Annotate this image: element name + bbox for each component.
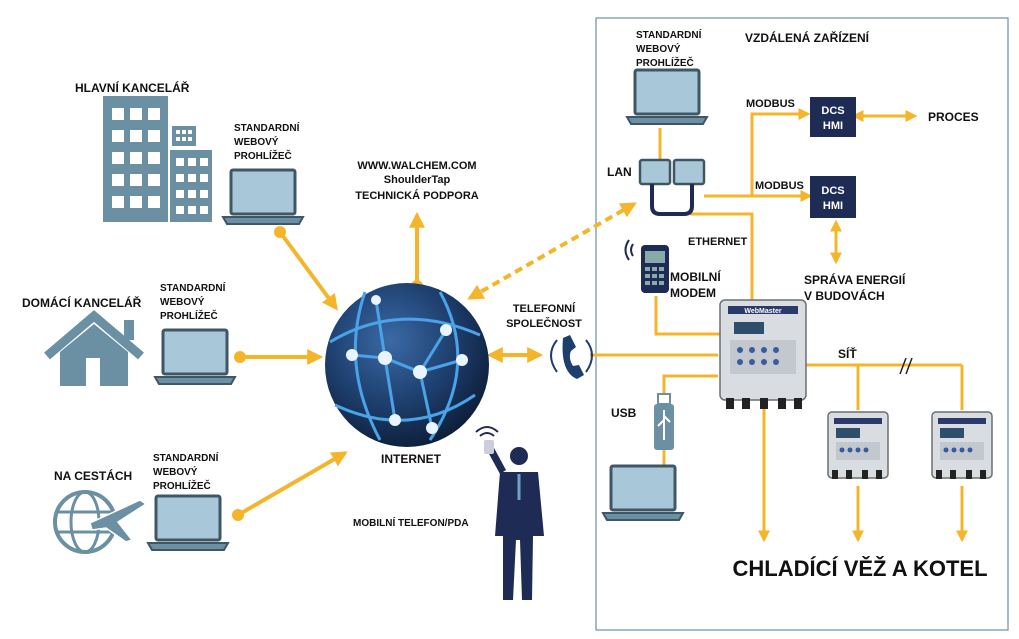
cooling-tower-boiler-label: CHLADÍCÍ VĚŽ A KOTEL [732,556,987,581]
walchem-shouldertap-label: ShoulderTap [384,174,451,186]
home-office-laptop-icon [153,328,237,386]
network-label: SÍŤ [838,346,857,361]
mobile-user-silhouette [475,426,544,600]
secondary-controller-1-icon [827,411,889,480]
office-building-icon [103,96,212,222]
on-the-road-browser-line1: STANDARDNÍ [153,451,219,464]
home-office-label: DOMÁCÍ KANCELÁŘ [22,295,142,310]
remote-browser-line3: PROHLÍŽEČ [636,56,694,69]
dcs-label-top: DCS [821,105,844,117]
process-label: PROCES [928,110,979,124]
walchem-url-label: WWW.WALCHEM.COM [357,160,476,172]
main-office-browser-line3: PROHLÍŽEČ [234,149,292,162]
usb-stick-icon [654,393,674,450]
lan-switch-icon [638,158,706,216]
network-break-icon [899,357,913,375]
remote-laptop-icon [625,68,709,126]
dcs-label-mid: DCS [821,185,844,197]
energy-mgmt-line2: V BUDOVÁCH [804,288,885,303]
connector-lines [236,108,968,543]
lan-label: LAN [607,165,632,179]
main-controller-icon: WebMaster [719,299,807,409]
usb-laptop-icon [601,464,685,522]
remote-devices-label: VZDÁLENÁ ZAŘÍZENÍ [745,30,870,45]
hmi-label-top: HMI [823,120,843,132]
main-controller-brand: WebMaster [744,308,781,315]
main-office-label: HLAVNÍ KANCELÁŘ [75,80,190,95]
home-office-browser-line1: STANDARDNÍ [160,281,226,294]
mobile-modem-line1: MOBILNÍ [670,269,721,284]
mobile-phone-label: MOBILNÍ TELEFON/PDA [353,516,469,529]
ethernet-label: ETHERNET [688,236,748,248]
modbus-label-top: MODBUS [746,98,795,110]
on-the-road-browser-line3: PROHLÍŽEČ [153,479,211,492]
telephone-handset-icon [550,335,593,379]
hmi-label-mid: HMI [823,200,843,212]
internet-globe-icon [325,283,489,447]
main-office-browser-line2: WEBOVÝ [234,135,279,148]
main-office-laptop-icon [221,168,305,226]
on-the-road-laptop-icon [146,494,230,552]
mobile-modem-line2: MODEM [670,286,716,300]
phone-company-line2: SPOLEČNOST [506,317,582,330]
travel-globe-plane-icon [53,490,148,554]
dcs-hmi-box-mid: DCS HMI [810,176,856,218]
home-office-browser-line3: PROHLÍŽEČ [160,309,218,322]
main-office-browser-line1: STANDARDNÍ [234,121,300,134]
modbus-label-mid: MODBUS [755,180,804,192]
secondary-controller-2-icon [931,411,993,480]
on-the-road-browser-line2: WEBOVÝ [153,465,198,478]
on-the-road-label: NA CESTÁCH [54,468,132,483]
remote-browser-line1: STANDARDNÍ [636,28,702,41]
internet-label: INTERNET [381,452,442,466]
energy-mgmt-line1: SPRÁVA ENERGIÍ [804,272,906,287]
home-office-browser-line2: WEBOVÝ [160,295,205,308]
walchem-support-label: TECHNICKÁ PODPORA [355,189,479,202]
dcs-hmi-box-top: DCS HMI [810,97,856,137]
mobile-modem-icon [624,239,669,293]
usb-label: USB [611,406,637,420]
phone-company-line1: TELEFONNÍ [513,302,576,315]
remote-devices-box [595,17,1009,631]
remote-browser-line2: WEBOVÝ [636,42,681,55]
house-icon [44,310,144,386]
